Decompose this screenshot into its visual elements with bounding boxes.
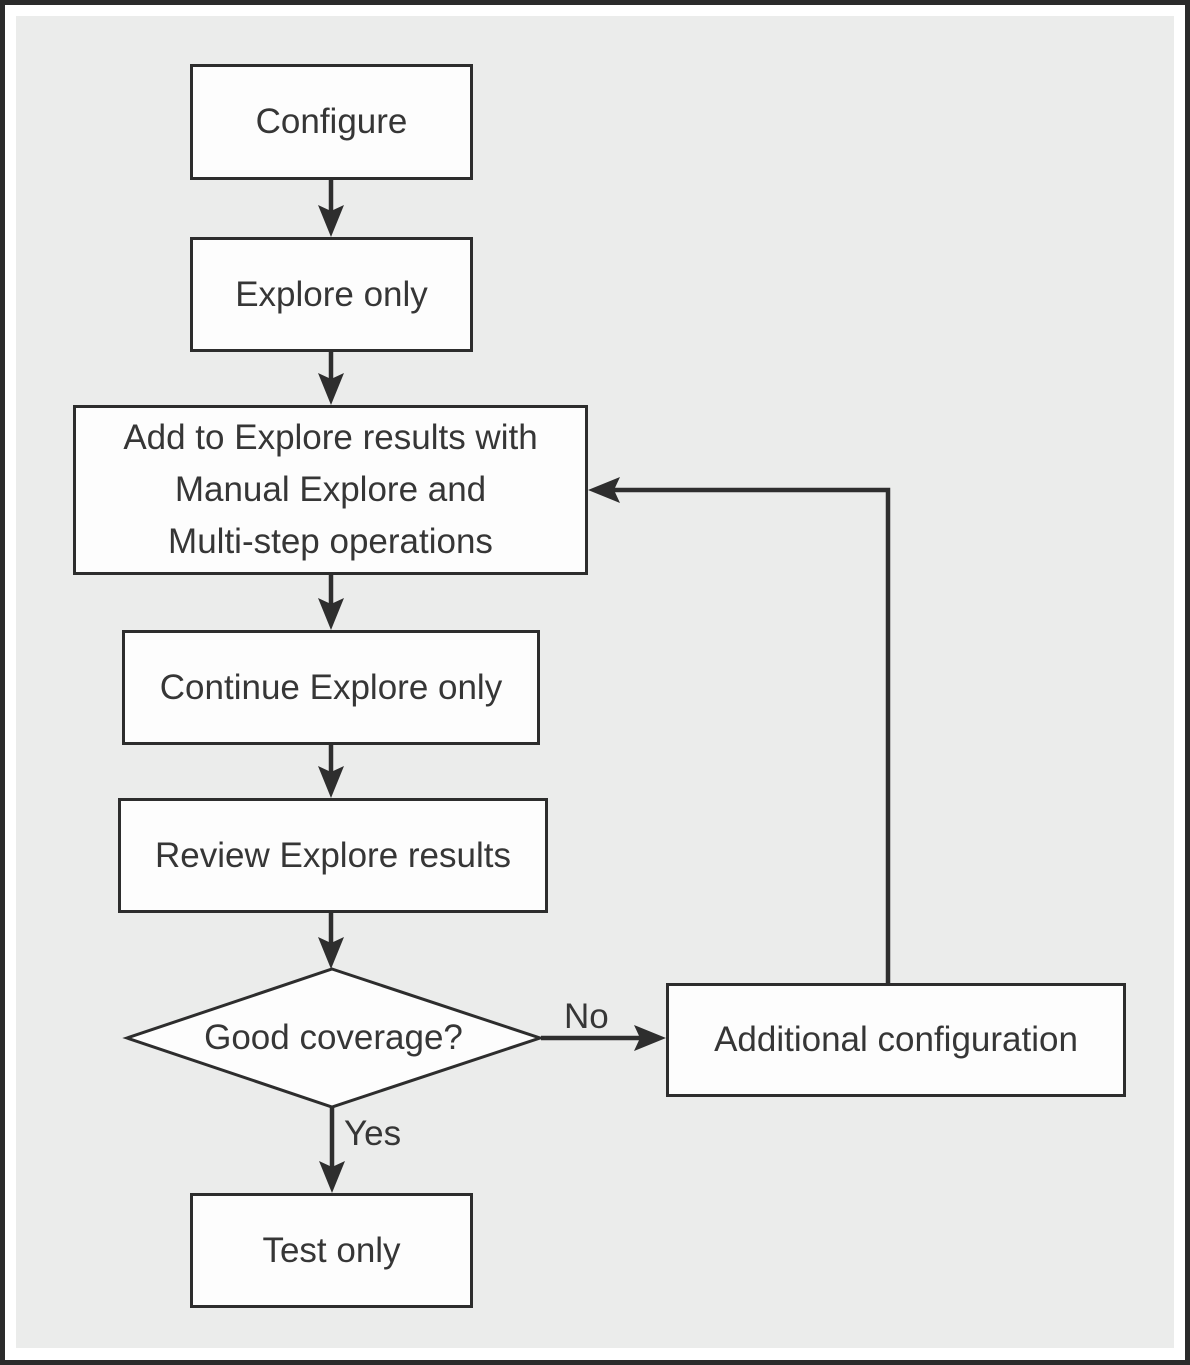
node-additional-configuration-label: Additional configuration xyxy=(714,1020,1078,1060)
node-explore-only: Explore only xyxy=(190,237,473,352)
edge-review-results-to-good-coverage xyxy=(318,910,344,969)
edge-explore-only-to-add-to-explore xyxy=(318,349,344,405)
node-review-explore-results-label: Review Explore results xyxy=(155,835,511,875)
node-continue-explore-only: Continue Explore only xyxy=(122,630,540,745)
edge-yes-to-test-only xyxy=(319,1105,345,1193)
node-configure: Configure xyxy=(190,64,473,180)
edge-label-no: No xyxy=(564,997,609,1036)
node-good-coverage-label: Good coverage? xyxy=(204,1018,463,1057)
arrowhead-down-icon xyxy=(318,766,344,798)
arrowhead-down-icon xyxy=(318,598,344,630)
arrowhead-down-icon xyxy=(318,937,344,969)
decision-diamond-shape xyxy=(122,967,545,1109)
node-explore-only-label: Explore only xyxy=(235,274,428,314)
edge-configure-to-explore-only xyxy=(318,176,344,237)
node-review-explore-results: Review Explore results xyxy=(118,798,548,913)
node-configure-label: Configure xyxy=(255,102,408,142)
arrowhead-down-icon xyxy=(319,1161,345,1193)
edge-additional-configuration-to-add-to-explore xyxy=(588,477,891,985)
edge-label-yes: Yes xyxy=(344,1114,402,1153)
arrowhead-left-icon xyxy=(588,477,620,503)
arrowhead-right-icon xyxy=(634,1025,666,1051)
node-add-to-explore: Add to Explore results with Manual Explo… xyxy=(73,405,588,575)
edge-no-to-additional-configuration xyxy=(541,1025,666,1051)
node-add-to-explore-line-2: Manual Explore and xyxy=(174,470,487,510)
node-add-to-explore-line-3: Multi-step operations xyxy=(168,521,493,561)
node-additional-configuration: Additional configuration xyxy=(666,983,1126,1097)
edge-add-to-explore-to-continue-explore xyxy=(318,572,344,630)
node-continue-explore-only-label: Continue Explore only xyxy=(159,667,503,707)
arrowhead-down-icon xyxy=(318,373,344,405)
node-test-only-label: Test only xyxy=(262,1230,401,1270)
node-test-only: Test only xyxy=(190,1193,473,1308)
node-good-coverage: Good coverage? xyxy=(127,985,540,1091)
edge-continue-explore-to-review-results xyxy=(318,742,344,798)
node-add-to-explore-line-1: Add to Explore results with xyxy=(123,418,538,458)
arrowhead-down-icon xyxy=(318,205,344,237)
